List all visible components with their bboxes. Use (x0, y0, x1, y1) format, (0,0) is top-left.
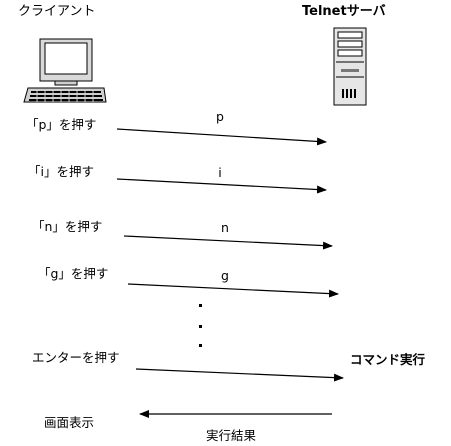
message-label-p: p (216, 109, 224, 124)
message-label-n: n (221, 220, 229, 235)
action-label-n: 「n」を押す (32, 219, 103, 234)
ellipsis-dots (196, 296, 206, 356)
arrow-p (116, 128, 327, 146)
arrow-i (116, 178, 327, 194)
server-tower-icon (333, 27, 367, 106)
arrow-n (123, 235, 333, 250)
server-title: Telnetサーバ (302, 4, 386, 19)
client-title: クライアント (18, 4, 96, 19)
action-label-p: 「p」を押す (26, 117, 97, 132)
client-action-display: 画面表示 (44, 415, 95, 430)
arrow-enter (135, 368, 344, 382)
action-label-enter: エンターを押す (32, 350, 120, 365)
arrow-g (127, 283, 339, 298)
message-label-result: 実行結果 (206, 428, 257, 443)
server-action-command: コマンド実行 (350, 352, 426, 367)
message-label-i: i (218, 165, 222, 180)
computer-icon (23, 38, 107, 103)
action-label-g: 「g」を押す (38, 266, 109, 281)
action-label-i: 「i」を押す (28, 164, 94, 179)
message-label-g: g (221, 268, 229, 283)
